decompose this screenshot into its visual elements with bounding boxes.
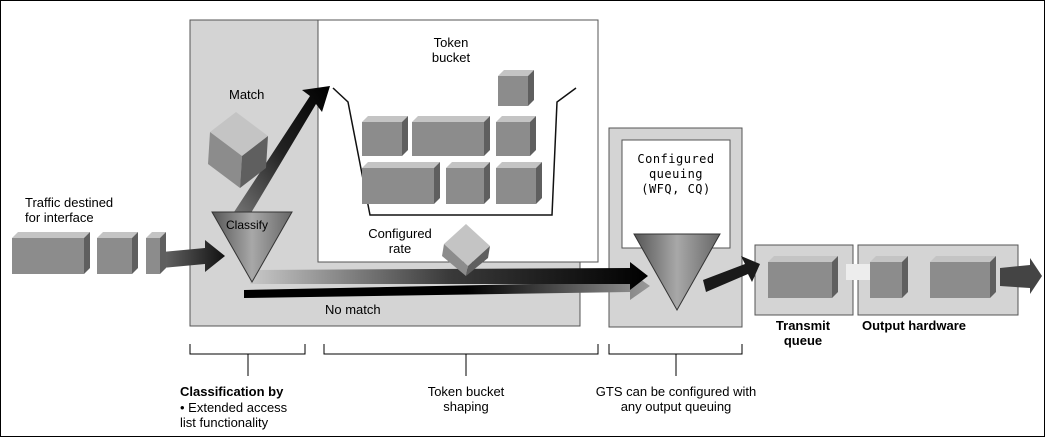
hw-connector <box>846 264 870 280</box>
hardware-packets <box>870 256 996 298</box>
classification-caption-detail: • Extended access list functionality <box>180 400 288 430</box>
transmit-packet <box>768 256 838 298</box>
gts-bracket <box>608 344 743 376</box>
classify-triangle <box>211 211 293 284</box>
queuing-window <box>621 139 731 249</box>
no-match-label: No match <box>325 302 381 317</box>
classification-bracket <box>189 344 306 376</box>
token-bucket-label: Token bucket <box>431 35 471 65</box>
classification-caption-title: Classification by <box>180 384 284 399</box>
output-hardware-label: Output hardware <box>862 318 967 333</box>
incoming-arrow <box>162 240 225 272</box>
shaping-bracket <box>323 344 599 376</box>
gts-caption: GTS can be configured with any output qu… <box>595 384 757 414</box>
incoming-packets <box>12 232 166 274</box>
configured-queuing-label: Configured queuing (WFQ, CQ) <box>637 152 715 196</box>
token-bucket-shaping-caption: Token bucket shaping <box>427 384 505 414</box>
queuing-triangle <box>633 233 721 312</box>
token-cubes <box>362 70 542 204</box>
token-bucket-outline <box>332 87 577 216</box>
hardware-output-arrow <box>1000 258 1042 294</box>
configured-rate-label: Configured rate <box>368 226 432 256</box>
match-arrow <box>234 86 330 218</box>
traffic-label: Traffic destined for interface <box>25 195 114 225</box>
rate-arrow <box>250 262 648 290</box>
rate-packet <box>442 224 490 276</box>
no-match-arrow <box>244 272 650 300</box>
match-packet <box>208 112 268 188</box>
classify-label: Classify <box>226 218 269 232</box>
match-label: Match <box>229 87 265 102</box>
transmit-queue-label: Transmit queue <box>775 318 831 348</box>
queue-output-arrow <box>703 256 760 292</box>
